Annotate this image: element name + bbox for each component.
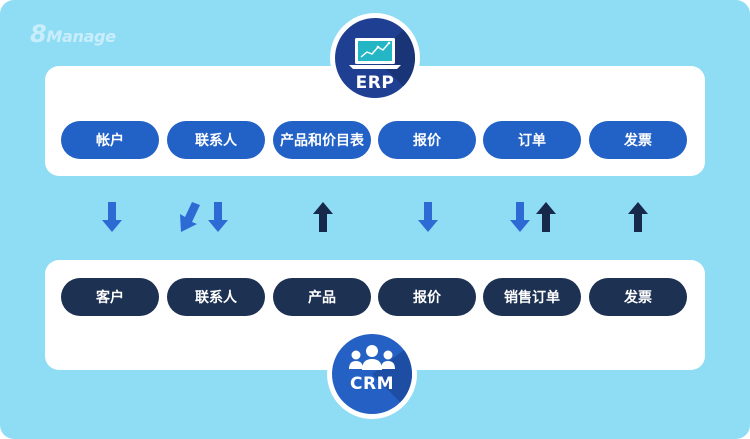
watermark-text: Manage bbox=[46, 27, 116, 46]
erp-logo-text: ERP bbox=[355, 73, 395, 93]
arrow-down-icon bbox=[208, 202, 228, 232]
arrow-up-icon bbox=[313, 202, 333, 232]
crm-item-products: 产品 bbox=[273, 278, 371, 316]
arrow-down-icon bbox=[510, 202, 530, 232]
arrow-diagonal-icon bbox=[180, 202, 200, 232]
arrow-down-icon bbox=[102, 202, 122, 232]
erp-logo: ERP bbox=[330, 13, 420, 103]
erp-item-products-pricelist: 产品和价目表 bbox=[273, 121, 371, 159]
arrow-up-icon bbox=[536, 202, 556, 232]
erp-item-orders: 订单 bbox=[483, 121, 581, 159]
crm-item-sales-orders: 销售订单 bbox=[483, 278, 581, 316]
erp-item-contacts: 联系人 bbox=[167, 121, 265, 159]
crm-item-contacts: 联系人 bbox=[167, 278, 265, 316]
crm-item-invoices: 发票 bbox=[589, 278, 687, 316]
user-group-icon bbox=[349, 344, 412, 414]
watermark-number: 8 bbox=[30, 20, 47, 48]
laptop-chart-icon bbox=[349, 18, 415, 98]
crm-item-quotes: 报价 bbox=[378, 278, 476, 316]
crm-logo: CRM bbox=[327, 329, 417, 419]
erp-item-invoices: 发票 bbox=[589, 121, 687, 159]
brand-watermark: 8Manage bbox=[30, 20, 116, 48]
crm-logo-text: CRM bbox=[350, 374, 394, 394]
crm-item-customers: 客户 bbox=[61, 278, 159, 316]
erp-item-quotes: 报价 bbox=[378, 121, 476, 159]
arrow-down-icon bbox=[418, 202, 438, 232]
arrow-up-icon bbox=[628, 202, 648, 232]
erp-item-account: 帐户 bbox=[61, 121, 159, 159]
